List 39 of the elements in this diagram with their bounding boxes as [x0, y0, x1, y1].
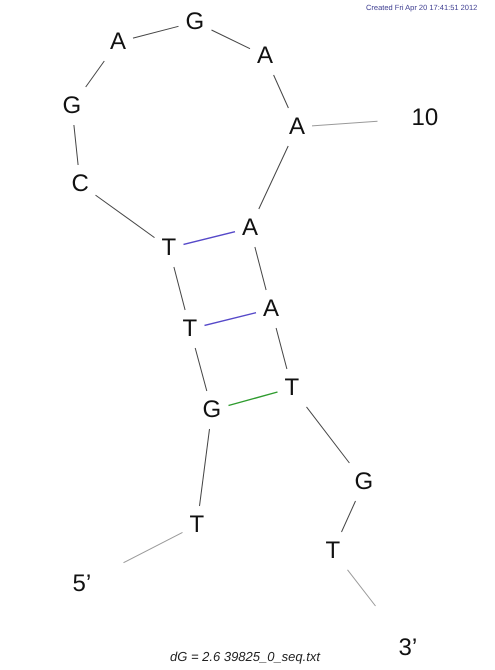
position-number: 10 — [412, 106, 438, 130]
base-letter: G — [62, 94, 82, 118]
leader-line — [312, 120, 378, 126]
caption: dG = 2.6 39825_0_seq.txt — [170, 649, 320, 664]
backbone-line — [254, 246, 267, 290]
backbone-line — [199, 428, 210, 506]
base-letter: A — [110, 30, 126, 54]
backbone-line — [194, 348, 208, 392]
backbone-line — [276, 328, 288, 370]
backbone-line — [73, 124, 79, 166]
base-letter: A — [263, 297, 280, 321]
base-pair-line — [228, 391, 278, 406]
backbone-line — [306, 406, 350, 464]
backbone-line — [347, 569, 376, 606]
base-letter: T — [182, 317, 198, 341]
base-letter: C — [72, 172, 89, 196]
backbone-line — [123, 532, 183, 564]
backbone-line — [173, 266, 186, 310]
backbone-line — [341, 500, 356, 532]
backbone-line — [211, 30, 250, 50]
backbone-line — [258, 146, 289, 210]
base-letter: T — [190, 513, 204, 537]
backbone-line — [95, 194, 155, 238]
backbone-line — [132, 26, 179, 39]
base-letter: T — [284, 376, 300, 400]
base-letter: A — [257, 44, 274, 68]
base-letter: T — [162, 236, 176, 260]
base-letter: G — [202, 398, 222, 422]
base-letter: A — [242, 216, 258, 240]
base-letter: G — [186, 10, 204, 34]
base-letter: G — [354, 470, 374, 494]
base-letter: A — [289, 115, 306, 139]
base-letter: T — [326, 539, 340, 563]
end-label: 5’ — [72, 572, 92, 596]
backbone-line — [85, 60, 105, 88]
base-pair-line — [183, 231, 236, 246]
backbone-line — [273, 74, 289, 108]
end-label: 3’ — [398, 636, 418, 660]
base-pair-line — [204, 312, 256, 326]
